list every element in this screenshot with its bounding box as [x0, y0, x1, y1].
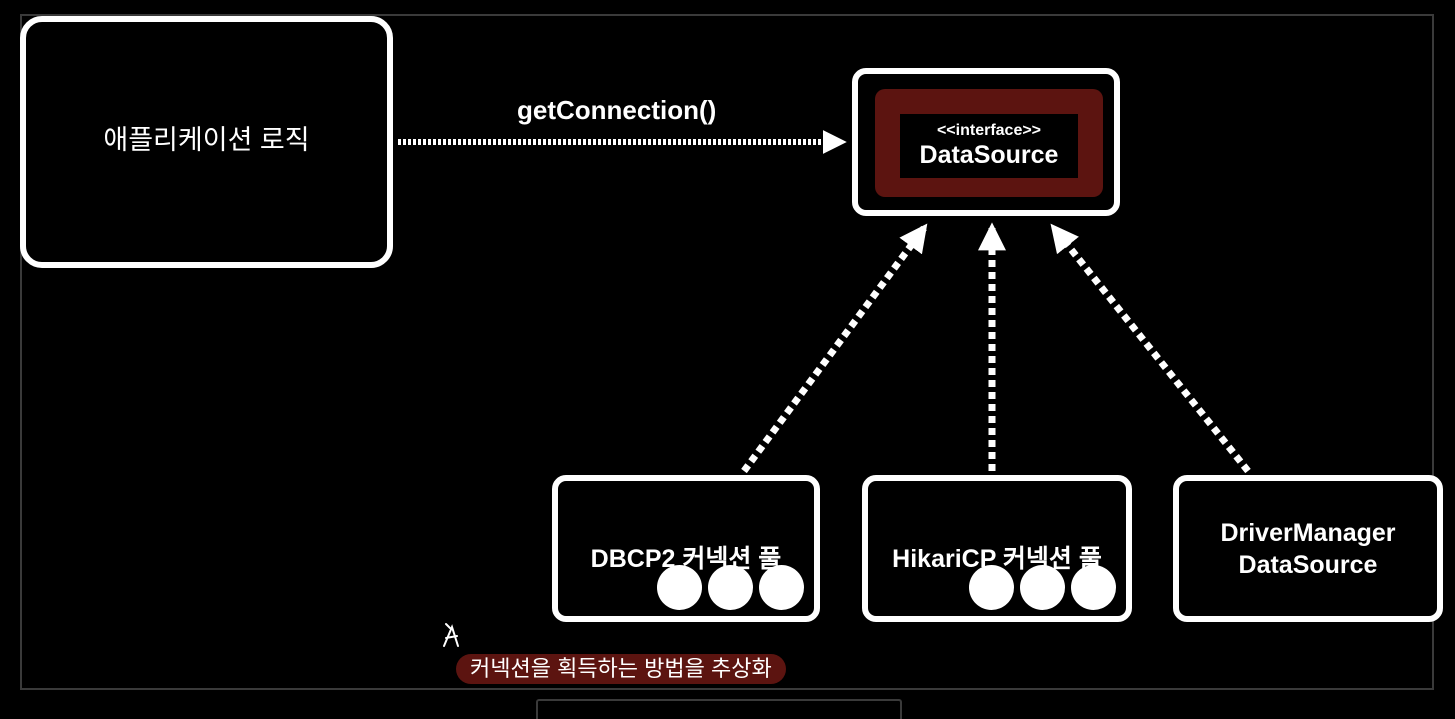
dbcp-realization-arrow — [741, 223, 928, 474]
caption-highlight: 커넥션을 획득하는 방법을 추상화 — [456, 654, 786, 684]
drivermanager-label-line2: DataSource — [1238, 550, 1378, 579]
cursor-annotation-icon — [443, 623, 459, 647]
application-logic-label: 애플리케이션 로직 — [103, 124, 310, 155]
dbcp2-pool-box: DBCP2 커넥션 풀 — [552, 475, 820, 622]
application-logic-box: 애플리케이션 로직 — [20, 16, 393, 268]
connection-circle — [1071, 565, 1116, 610]
drivermanager-datasource-box: DriverManager DataSource — [1173, 475, 1443, 622]
connection-circle — [759, 565, 804, 610]
connection-circle — [657, 565, 702, 610]
canvas-frame — [20, 14, 1434, 690]
datasource-label: <<interface>> DataSource — [900, 114, 1078, 178]
datasource-interface-box: <<interface>> DataSource — [852, 68, 1120, 216]
drivermanager-label-line1: DriverManager — [1220, 518, 1396, 547]
connection-circle — [708, 565, 753, 610]
drivermanager-realization-arrow — [1050, 223, 1251, 474]
hikaricp-pool-box: HikariCP 커넥션 풀 — [862, 475, 1132, 622]
interface-stereotype: <<interface>> — [936, 122, 1042, 139]
connection-circle — [1020, 565, 1065, 610]
getconnection-label: getConnection() — [517, 95, 717, 125]
hikaricp-connections — [969, 565, 1116, 610]
connection-circle — [969, 565, 1014, 610]
bottom-toolbar-edge — [536, 699, 902, 719]
dbcp2-connections — [657, 565, 804, 610]
datasource-name: DataSource — [919, 141, 1059, 169]
